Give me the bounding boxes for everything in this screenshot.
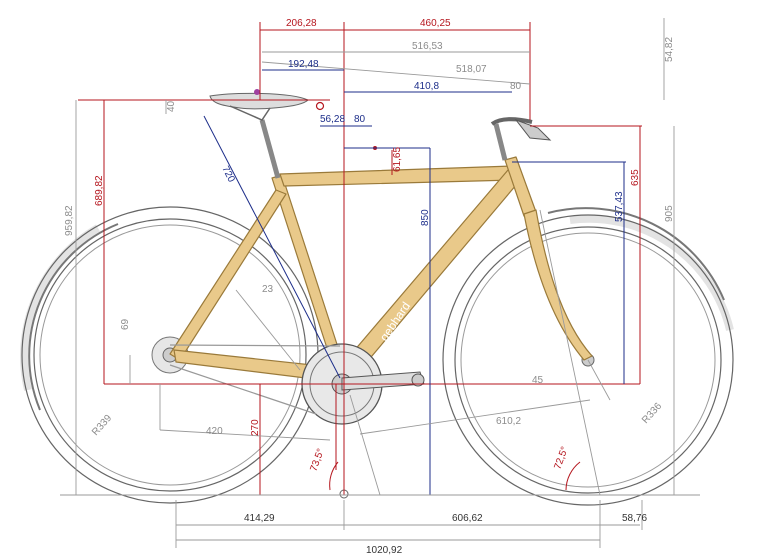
seatpost	[259, 119, 281, 179]
dim-seat-720: 720	[219, 164, 237, 184]
dimension-labels: 206,28 460,25 516,53 518,07 192,48 410,8…	[64, 18, 675, 556]
dim-bar-635: 635	[630, 169, 641, 186]
handlebar	[490, 117, 533, 126]
dim-fork-45: 45	[532, 375, 544, 386]
brake-lever	[514, 118, 552, 141]
dim-bb-69: 69	[120, 318, 131, 330]
dim-fc-610: 610,2	[496, 416, 521, 427]
dim-top-192: 192,48	[288, 59, 319, 70]
dim-st-850: 850	[420, 209, 431, 226]
dim-cs-420: 420	[206, 426, 223, 437]
dim-saddle-689: 689,82	[94, 175, 105, 206]
frame	[169, 156, 593, 383]
dim-r336: R336	[640, 401, 664, 426]
stem	[493, 123, 508, 161]
dim-r339: R339	[90, 413, 114, 438]
dim-right-54: 54,82	[664, 37, 675, 62]
dim-angle-23: 23	[262, 284, 274, 295]
saddle	[209, 92, 309, 110]
dim-top-206: 206,28	[286, 18, 317, 29]
dim-6165: 61,65	[392, 147, 403, 172]
dim-hta: 72,5°	[552, 445, 570, 471]
chain	[169, 344, 341, 347]
dim-top-460: 460,25	[420, 18, 451, 29]
dim-bbdrop-270: 270	[250, 419, 261, 436]
dim-top-516: 516,53	[412, 41, 443, 52]
dim-bottom-414: 414,29	[244, 513, 275, 524]
dim-stem-80: 80	[510, 81, 522, 92]
dim-offset-80: 80	[354, 114, 366, 125]
front-fender	[547, 207, 725, 301]
dim-overall-959: 959,82	[64, 205, 75, 236]
dim-bottom-606: 606,62	[452, 513, 483, 524]
dim-reach-410: 410,8	[414, 81, 439, 92]
front-wheel	[442, 214, 734, 506]
dim-sta: 73,5°	[308, 447, 326, 473]
dim-stack-537: 537,43	[614, 191, 625, 222]
dim-bottom-1020: 1020,92	[366, 545, 403, 556]
dim-top-518: 518,07	[456, 64, 487, 75]
dim-right-905: 905	[664, 205, 675, 222]
dim-offset-56: 56,28	[320, 114, 345, 125]
rear-wheel	[20, 206, 319, 504]
dim-bottom-58: 58,76	[622, 513, 647, 524]
rear-fender	[28, 223, 119, 411]
dim-left-40: 40	[166, 100, 177, 112]
